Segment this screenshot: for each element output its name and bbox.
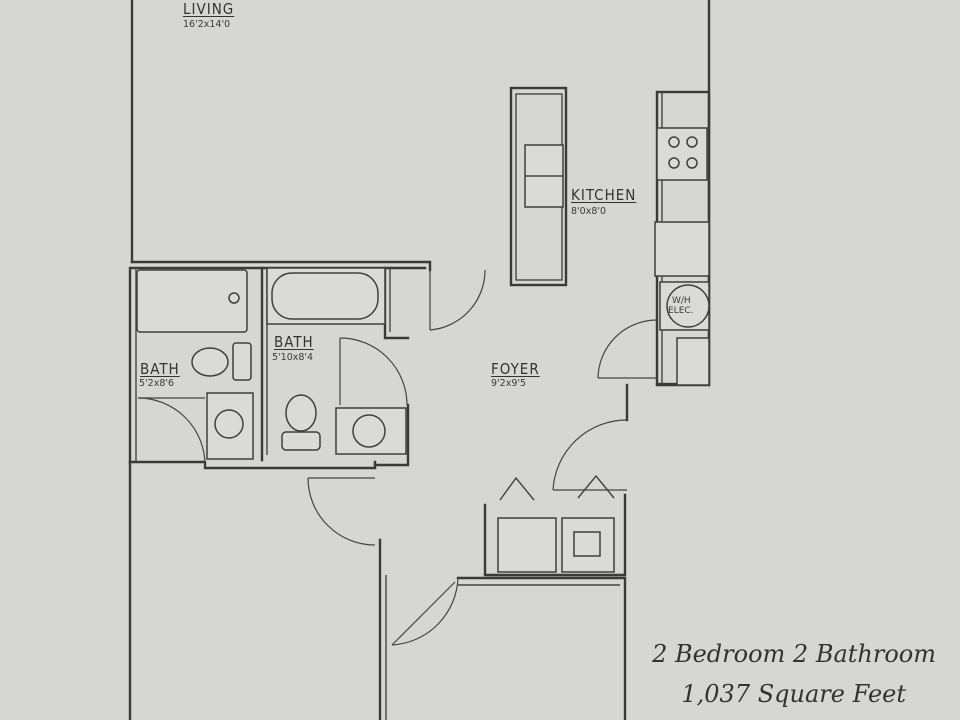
- foyer-label: FOYER: [491, 360, 540, 378]
- water-heater-label: W/H: [672, 296, 691, 306]
- bath-right-label: BATH: [274, 333, 314, 351]
- caption-bed-bath: 2 Bedroom 2 Bathroom: [652, 640, 936, 668]
- pantry: [676, 337, 710, 386]
- living-room-dimensions: 16'2x14'0: [183, 19, 231, 30]
- living-room-label: LIVING: [183, 0, 235, 18]
- doors: [137, 269, 658, 646]
- bath-left-label: BATH: [140, 360, 180, 378]
- bath-right-dimensions: 5'10x8'4: [272, 352, 314, 363]
- toilet-left: [191, 347, 229, 377]
- kitchen-sink: [654, 221, 710, 277]
- foyer-dimensions: 9'2x9'5: [491, 378, 527, 389]
- fixtures: [136, 127, 710, 573]
- electrical-label: ELEC.: [668, 306, 694, 316]
- toilet-right: [285, 394, 317, 432]
- kitchen-dimensions: 8'0x8'0: [571, 206, 607, 217]
- bathtub-left: [136, 269, 248, 333]
- caption-square-feet: 1,037 Square Feet: [681, 680, 906, 708]
- kitchen-label: KITCHEN: [571, 186, 637, 204]
- range-stove: [656, 127, 708, 181]
- bath-left-dimensions: 5'2x8'6: [139, 378, 175, 389]
- washer: [497, 517, 557, 573]
